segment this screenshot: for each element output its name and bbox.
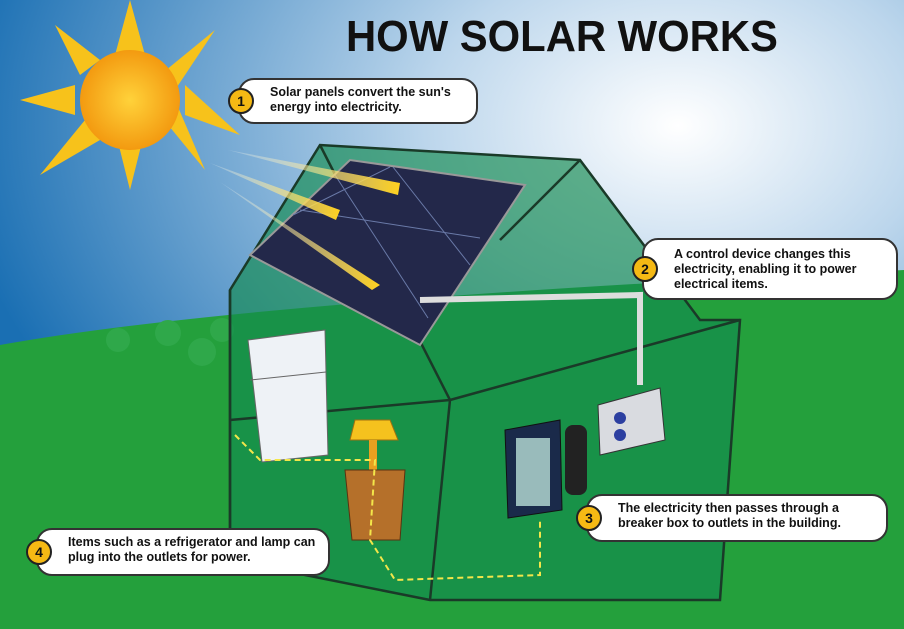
step-number-badge: 4	[26, 539, 52, 565]
callout-step-2: 2 A control device changes this electric…	[632, 238, 898, 300]
breaker-box	[504, 419, 587, 519]
step-text: A control device changes this electricit…	[674, 247, 857, 291]
step-text: Solar panels convert the sun's energy in…	[270, 85, 451, 114]
callout-step-4: 4 Items such as a refrigerator and lamp …	[26, 528, 330, 576]
sun-icon	[20, 0, 240, 190]
step-text: Items such as a refrigerator and lamp ca…	[68, 535, 316, 564]
callout-step-3: 3 The electricity then passes through a …	[576, 494, 888, 542]
step-number-badge: 3	[576, 505, 602, 531]
callout-step-1: 1 Solar panels convert the sun's energy …	[228, 78, 478, 124]
step-number-badge: 2	[632, 256, 658, 282]
page-title: HOW SOLAR WORKS	[346, 12, 778, 61]
power-path	[234, 434, 541, 582]
step-text: The electricity then passes through a br…	[618, 501, 841, 530]
step-number-badge: 1	[228, 88, 254, 114]
lamp	[344, 419, 406, 541]
refrigerator	[247, 329, 329, 463]
wire	[419, 291, 643, 385]
control-device	[597, 387, 666, 456]
trees	[106, 318, 234, 366]
sun-rays	[210, 150, 400, 290]
